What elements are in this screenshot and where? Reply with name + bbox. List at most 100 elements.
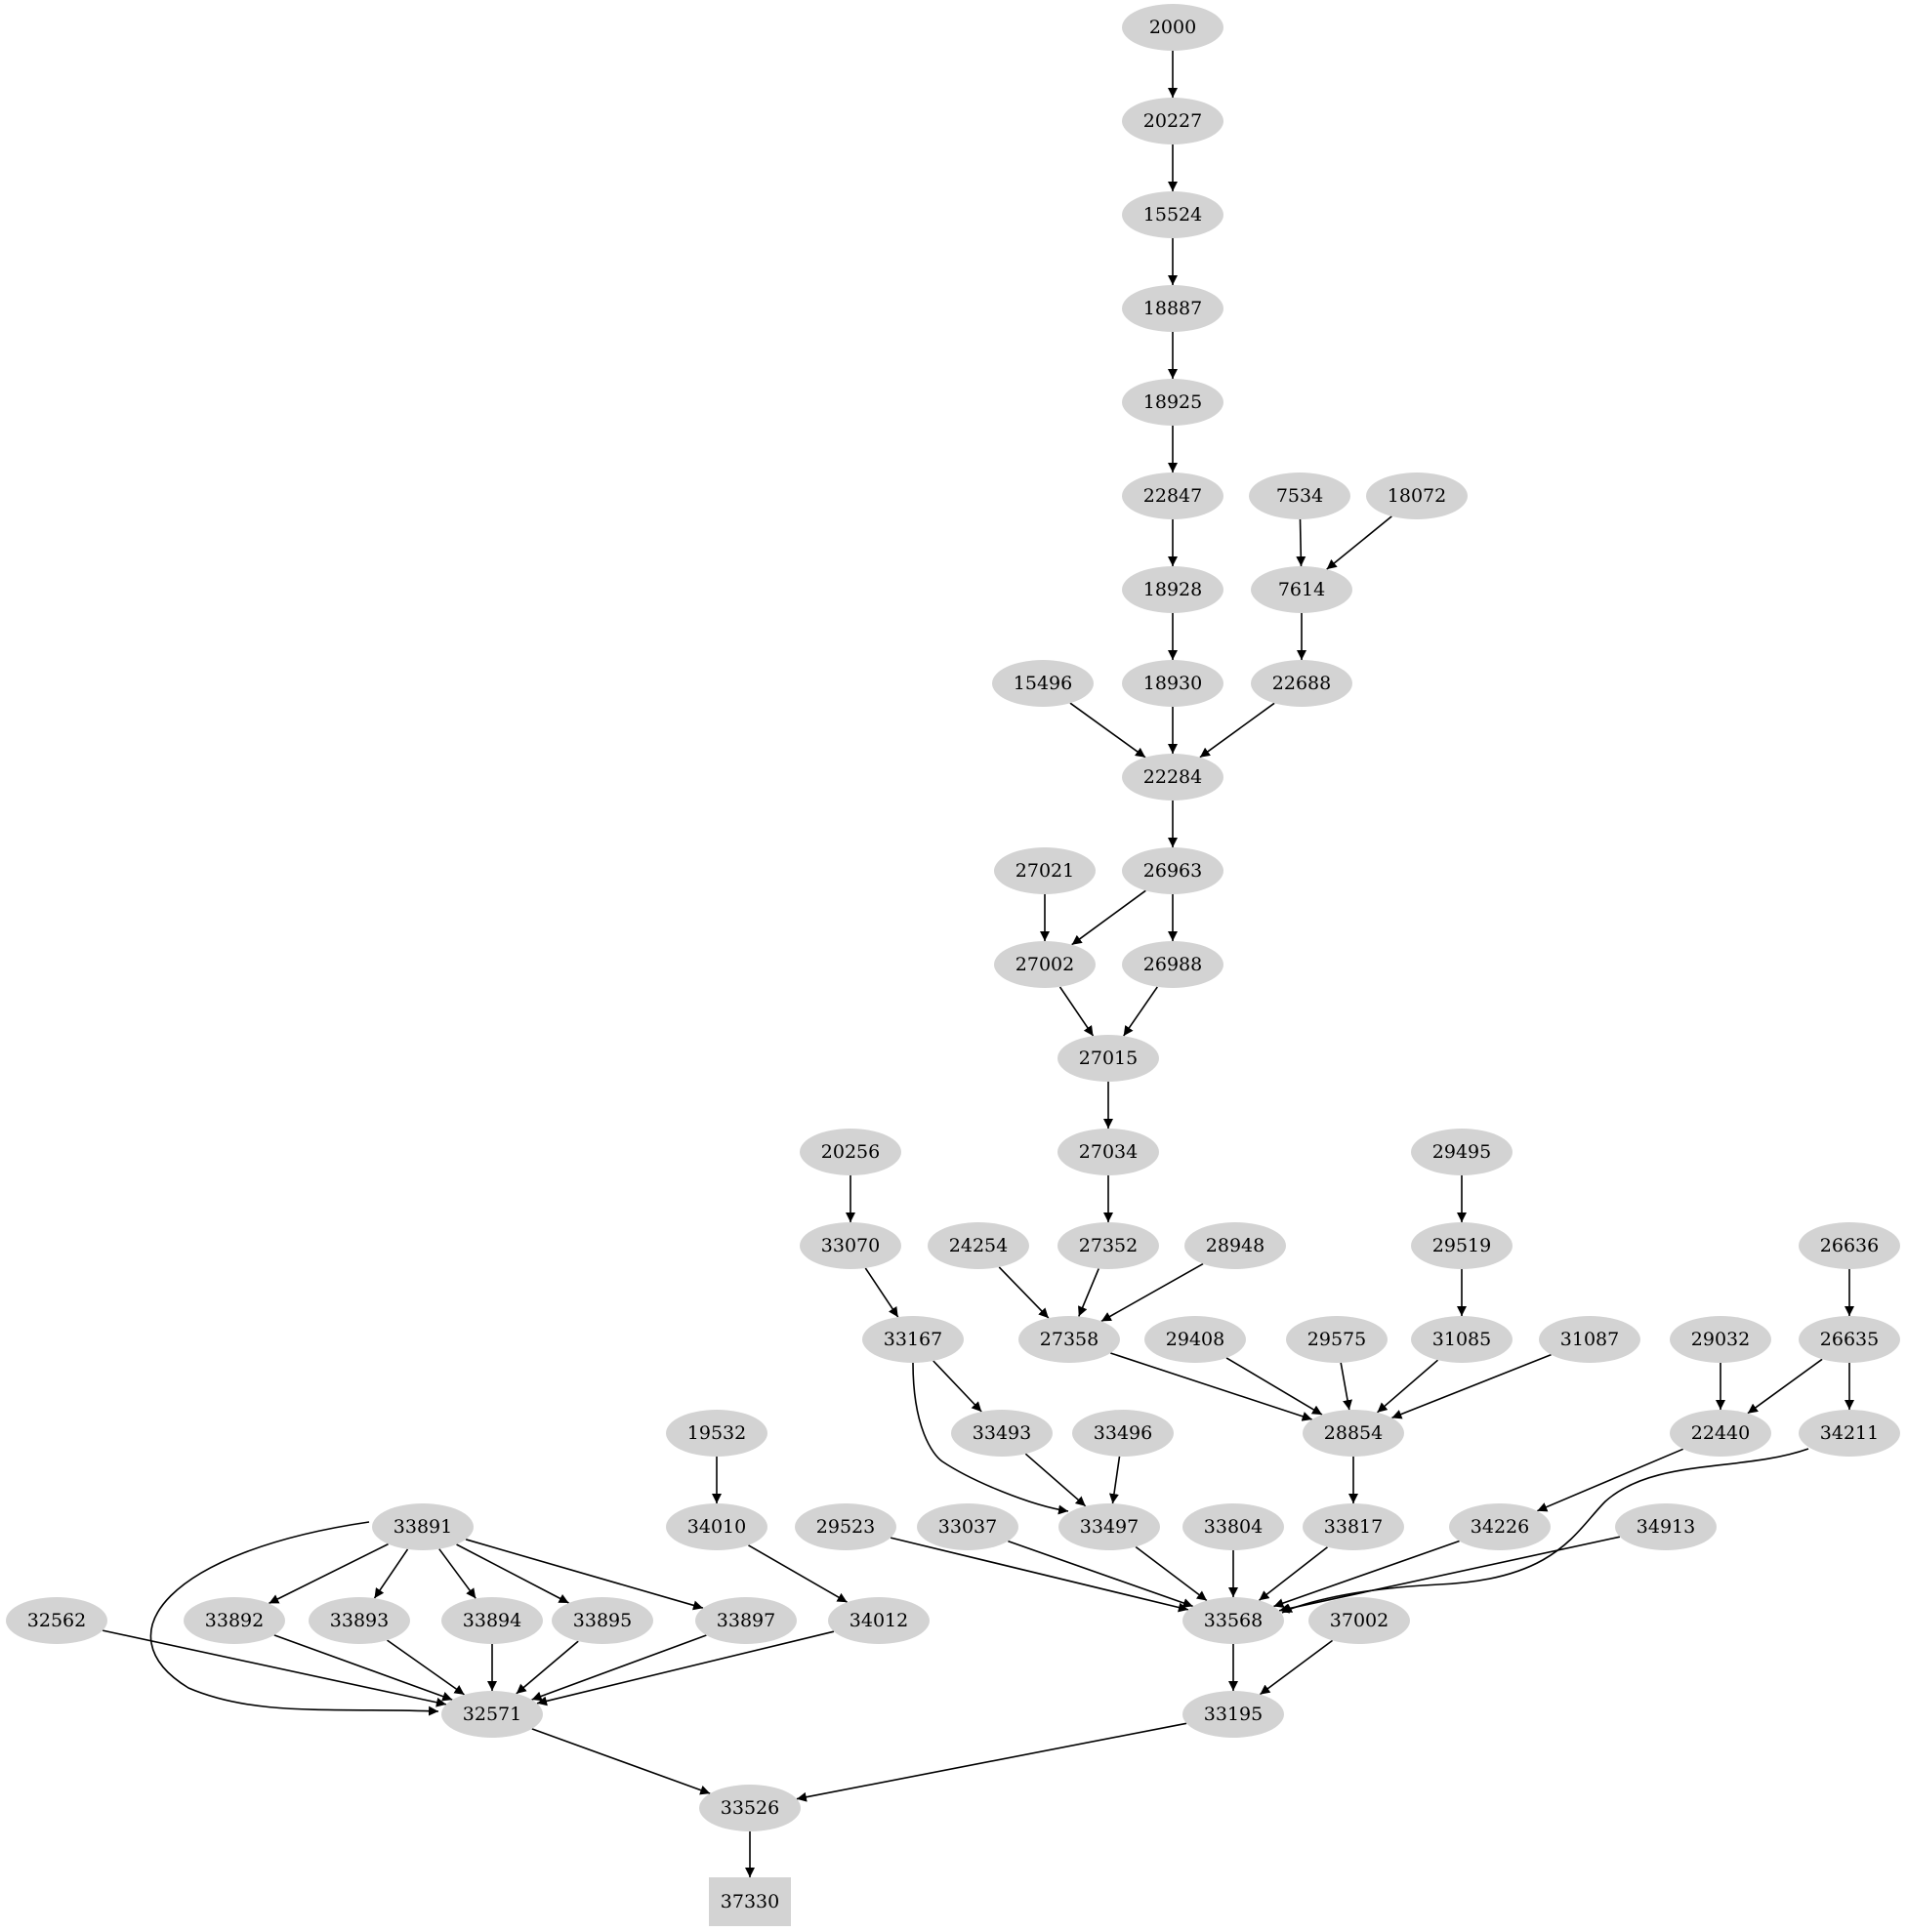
graph-node-33894[interactable]: 33894 — [441, 1597, 543, 1644]
node-label: 27352 — [1079, 1235, 1138, 1256]
graph-node-28854[interactable]: 28854 — [1303, 1410, 1404, 1457]
graph-node-37330[interactable]: 37330 — [709, 1877, 791, 1926]
graph-node-18072[interactable]: 18072 — [1366, 473, 1468, 519]
graph-node-18928[interactable]: 18928 — [1122, 566, 1223, 613]
graph-node-29032[interactable]: 29032 — [1670, 1316, 1771, 1363]
graph-node-26635[interactable]: 26635 — [1799, 1316, 1900, 1363]
graph-node-34012[interactable]: 34012 — [828, 1597, 930, 1644]
graph-node-37002[interactable]: 37002 — [1308, 1597, 1410, 1644]
node-label: 29519 — [1432, 1235, 1491, 1256]
node-label: 18925 — [1143, 391, 1202, 413]
graph-node-29523[interactable]: 29523 — [795, 1503, 896, 1550]
graph-node-26988[interactable]: 26988 — [1122, 941, 1223, 988]
graph-node-18930[interactable]: 18930 — [1122, 660, 1223, 707]
graph-node-27352[interactable]: 27352 — [1057, 1222, 1159, 1269]
edge-33891-to-33894 — [438, 1548, 477, 1599]
node-shape — [1411, 1222, 1513, 1269]
graph-node-34226[interactable]: 34226 — [1449, 1503, 1551, 1550]
edge-26963-to-27002 — [1071, 889, 1146, 946]
graph-node-33070[interactable]: 33070 — [800, 1222, 901, 1269]
node-label: 15524 — [1143, 204, 1202, 226]
graph-node-33892[interactable]: 33892 — [184, 1597, 285, 1644]
graph-node-32571[interactable]: 32571 — [441, 1691, 543, 1738]
graph-node-31087[interactable]: 31087 — [1539, 1316, 1640, 1363]
node-shape — [800, 1129, 901, 1175]
graph-node-27034[interactable]: 27034 — [1057, 1129, 1159, 1175]
graph-node-33897[interactable]: 33897 — [695, 1597, 797, 1644]
node-shape — [1058, 1503, 1160, 1550]
node-shape — [1122, 285, 1223, 332]
edge-26635-to-22440 — [1747, 1358, 1823, 1415]
graph-node-33195[interactable]: 33195 — [1182, 1691, 1284, 1738]
graph-node-22440[interactable]: 22440 — [1670, 1410, 1771, 1457]
node-label: 27034 — [1079, 1141, 1138, 1163]
graph-node-33037[interactable]: 33037 — [917, 1503, 1018, 1550]
graph-node-7614[interactable]: 7614 — [1251, 566, 1352, 613]
graph-node-15496[interactable]: 15496 — [992, 660, 1094, 707]
graph-node-15524[interactable]: 15524 — [1122, 191, 1223, 238]
graph-node-22284[interactable]: 22284 — [1122, 754, 1223, 801]
node-label: 26636 — [1820, 1235, 1879, 1256]
graph-node-33804[interactable]: 33804 — [1182, 1503, 1284, 1550]
graph-node-28948[interactable]: 28948 — [1184, 1222, 1286, 1269]
edge-32562-to-32571 — [102, 1629, 447, 1707]
graph-node-33893[interactable]: 33893 — [309, 1597, 410, 1644]
graph-node-33891[interactable]: 33891 — [372, 1503, 474, 1550]
node-label: 28854 — [1324, 1422, 1383, 1444]
node-label: 32562 — [27, 1610, 86, 1631]
graph-node-29495[interactable]: 29495 — [1411, 1129, 1513, 1175]
node-shape — [1057, 1129, 1159, 1175]
graph-node-32562[interactable]: 32562 — [6, 1597, 107, 1644]
edge-33195-to-33526 — [796, 1722, 1187, 1802]
graph-node-27015[interactable]: 27015 — [1057, 1035, 1159, 1082]
graph-node-20256[interactable]: 20256 — [800, 1129, 901, 1175]
graph-node-2000[interactable]: 2000 — [1122, 4, 1223, 51]
node-shape — [1057, 1222, 1159, 1269]
edge-31085-to-28854 — [1376, 1359, 1439, 1414]
graph-node-26963[interactable]: 26963 — [1122, 847, 1223, 894]
graph-node-26636[interactable]: 26636 — [1799, 1222, 1900, 1269]
node-label: 29575 — [1307, 1329, 1366, 1350]
graph-node-34211[interactable]: 34211 — [1799, 1410, 1900, 1457]
node-shape — [1057, 1035, 1159, 1082]
graph-node-24254[interactable]: 24254 — [928, 1222, 1029, 1269]
graph-node-18887[interactable]: 18887 — [1122, 285, 1223, 332]
graph-node-33895[interactable]: 33895 — [552, 1597, 653, 1644]
graph-node-33526[interactable]: 33526 — [699, 1785, 801, 1831]
node-shape — [695, 1597, 797, 1644]
graph-node-33496[interactable]: 33496 — [1072, 1410, 1174, 1457]
node-label: 22847 — [1143, 485, 1202, 507]
graph-node-27021[interactable]: 27021 — [994, 847, 1096, 894]
graph-node-31085[interactable]: 31085 — [1411, 1316, 1513, 1363]
graph-node-33167[interactable]: 33167 — [862, 1316, 964, 1363]
node-label: 37002 — [1330, 1610, 1389, 1631]
node-shape — [1122, 847, 1223, 894]
node-shape — [1122, 191, 1223, 238]
graph-node-27358[interactable]: 27358 — [1018, 1316, 1120, 1363]
edge-33167-to-33497 — [912, 1362, 1069, 1515]
graph-node-33497[interactable]: 33497 — [1058, 1503, 1160, 1550]
graph-node-29519[interactable]: 29519 — [1411, 1222, 1513, 1269]
node-label: 32571 — [463, 1704, 521, 1725]
graph-node-34010[interactable]: 34010 — [666, 1503, 767, 1550]
graph-node-34913[interactable]: 34913 — [1615, 1503, 1717, 1550]
graph-node-27002[interactable]: 27002 — [994, 941, 1096, 988]
edge-27002-to-27015 — [1058, 986, 1095, 1037]
node-label: 15496 — [1014, 673, 1072, 694]
graph-node-7534[interactable]: 7534 — [1249, 473, 1350, 519]
graph-node-33817[interactable]: 33817 — [1303, 1503, 1404, 1550]
node-shape — [1366, 473, 1468, 519]
graph-node-29408[interactable]: 29408 — [1144, 1316, 1246, 1363]
graph-node-19532[interactable]: 19532 — [666, 1410, 767, 1457]
graph-node-18925[interactable]: 18925 — [1122, 379, 1223, 426]
node-shape — [1411, 1129, 1513, 1175]
graph-node-33493[interactable]: 33493 — [951, 1410, 1053, 1457]
graph-node-20227[interactable]: 20227 — [1122, 98, 1223, 144]
graph-node-29575[interactable]: 29575 — [1286, 1316, 1388, 1363]
graph-node-22847[interactable]: 22847 — [1122, 473, 1223, 519]
node-label: 33496 — [1094, 1422, 1152, 1444]
graph-node-22688[interactable]: 22688 — [1251, 660, 1352, 707]
node-label: 33497 — [1080, 1516, 1139, 1538]
edge-33167-to-33493 — [933, 1360, 982, 1413]
graph-node-33568[interactable]: 33568 — [1182, 1597, 1284, 1644]
